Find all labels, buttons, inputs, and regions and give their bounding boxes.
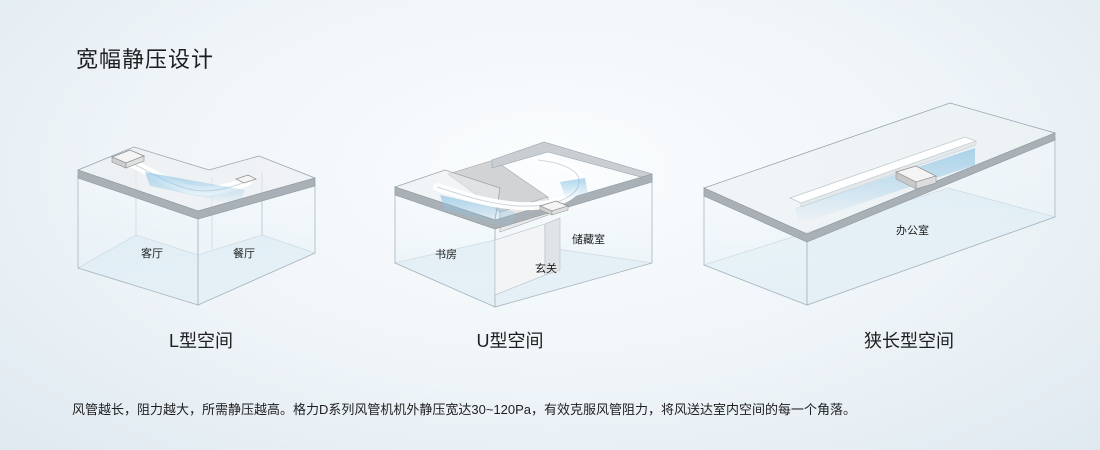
caption-l-shape: L型空间: [168, 331, 234, 351]
l-indoor-unit-2: [235, 174, 257, 184]
room-label-entrance: 玄关: [535, 261, 557, 275]
description-text: 风管越长，阻力越大，所需静压越高。格力D系列风管机机外静压宽达30~120Pa，…: [72, 402, 857, 417]
page-title: 宽幅静压设计: [76, 47, 215, 72]
l-shape-diagram: 客厅 餐厅: [76, 146, 317, 306]
caption-long-space: 狭长型空间: [864, 331, 954, 351]
u-shape-diagram: 书房 玄关 储藏室: [393, 141, 653, 308]
room-label-dining-room: 餐厅: [233, 246, 255, 260]
long-space-diagram: 办公室: [702, 102, 1057, 306]
room-label-storage-room: 储藏室: [572, 232, 605, 246]
l-ceiling-edge: [77, 169, 316, 220]
u-inner-block-side: [544, 217, 561, 276]
u-airflow: [440, 195, 515, 228]
room-label-living-room: 客厅: [141, 246, 163, 260]
long-airflow: [795, 148, 975, 224]
caption-u-shape: U型空间: [476, 331, 544, 351]
l-airflow: [145, 172, 245, 205]
room-label-study: 书房: [435, 248, 457, 261]
room-label-office: 办公室: [896, 223, 929, 237]
long-ceiling-edge: [703, 132, 1056, 243]
